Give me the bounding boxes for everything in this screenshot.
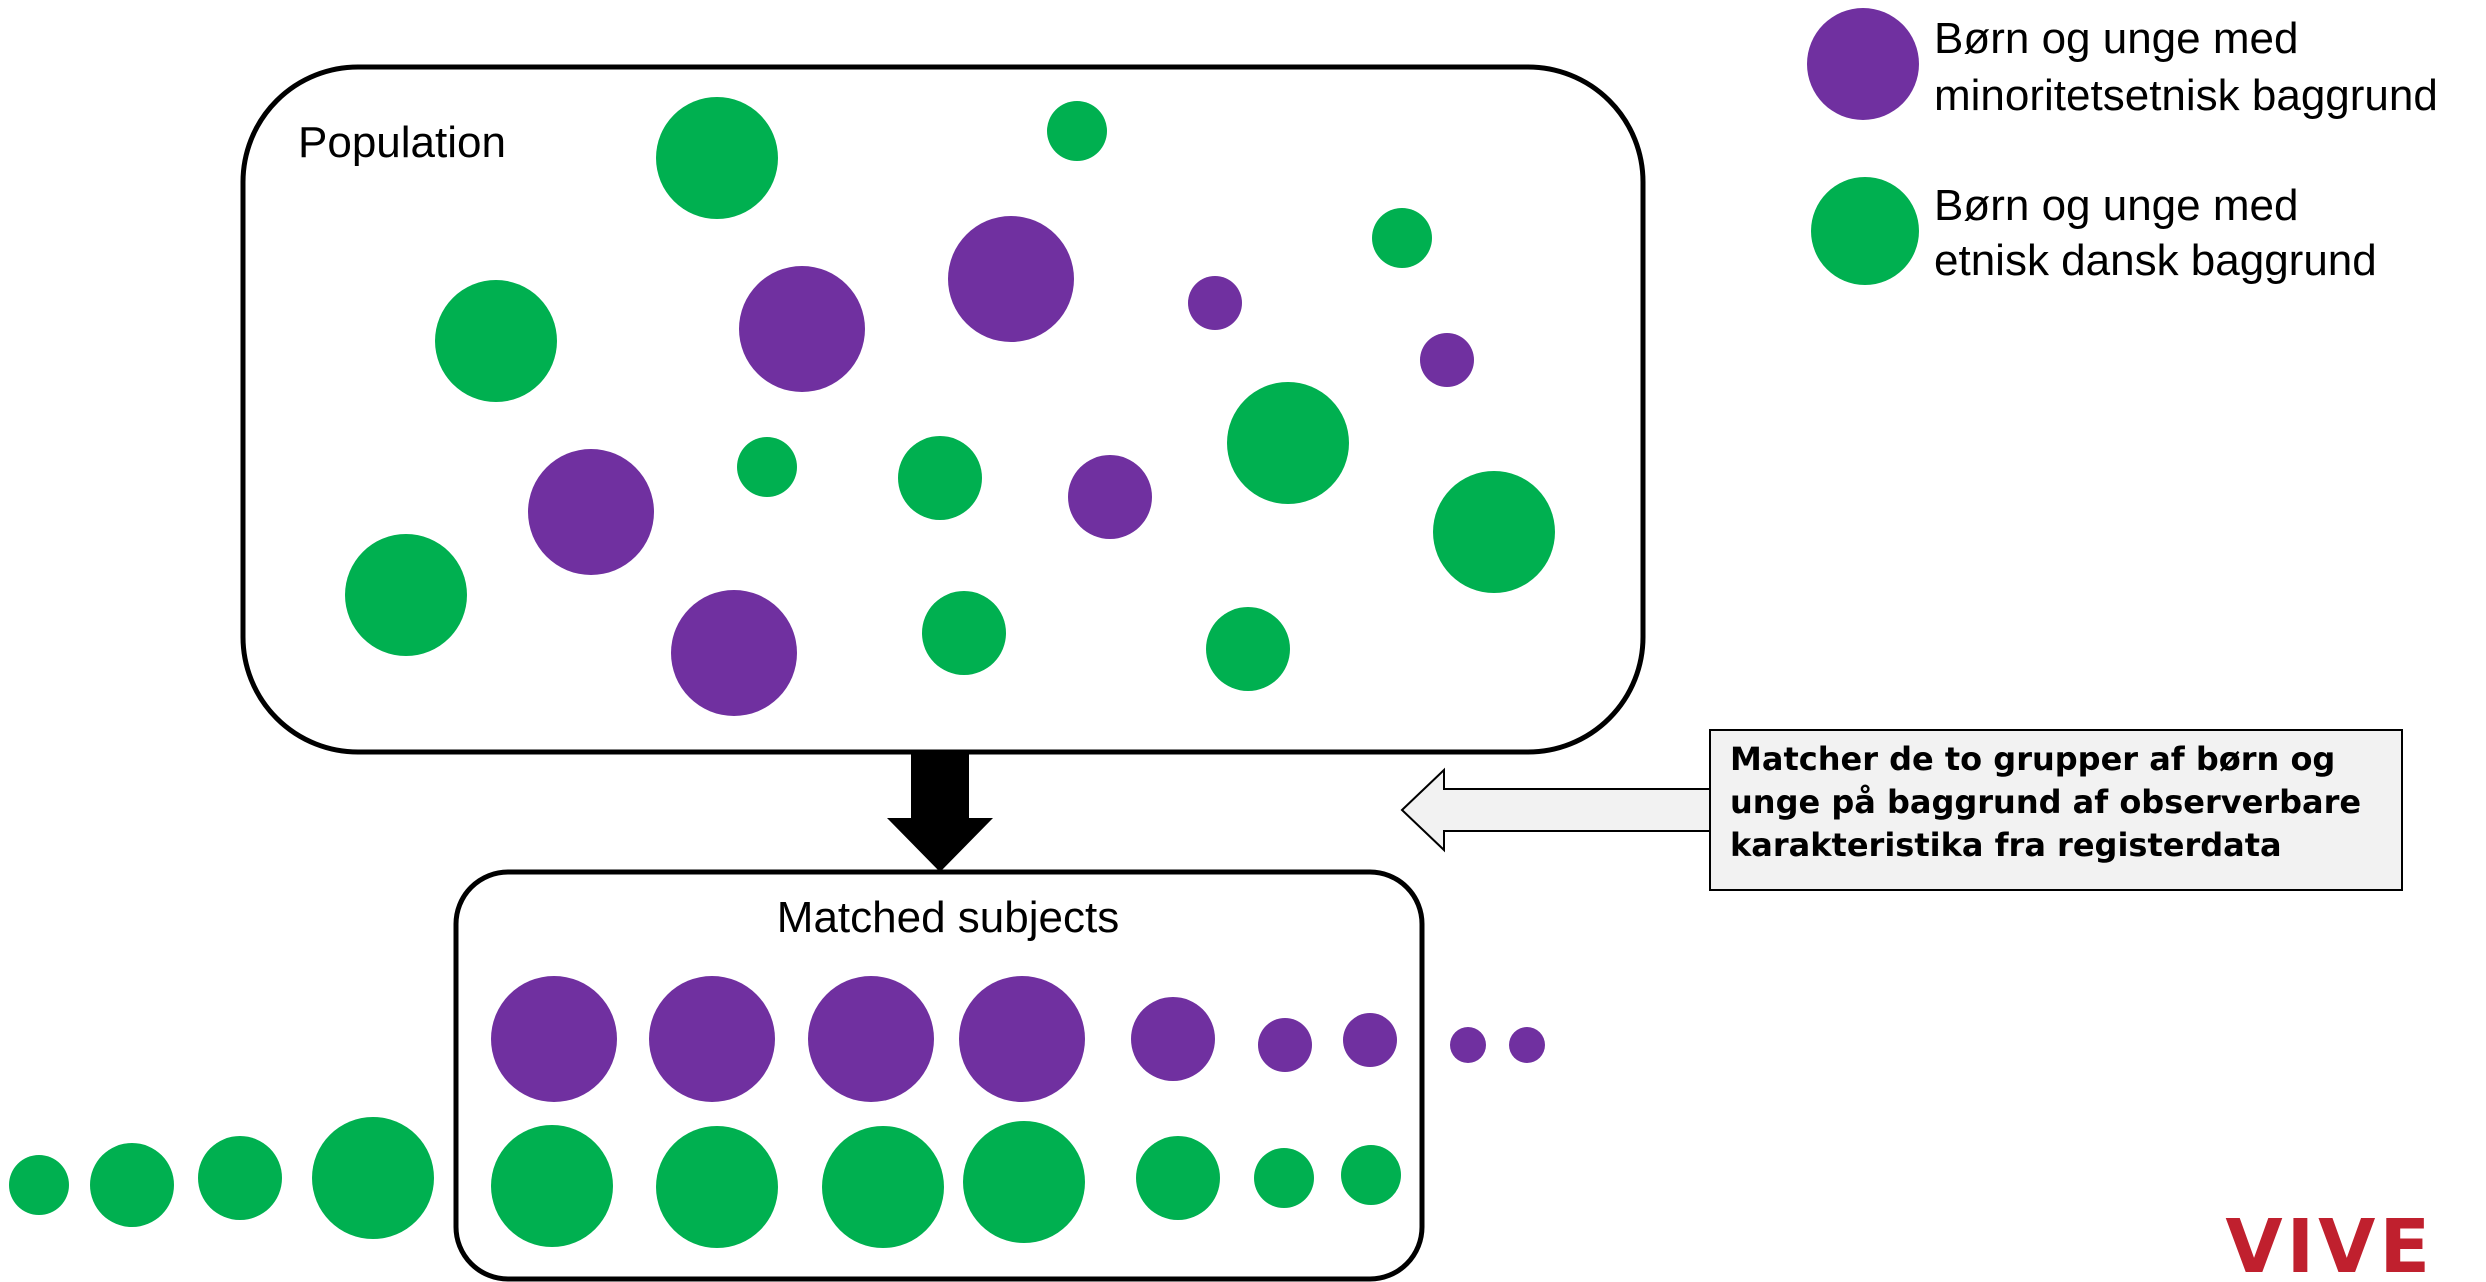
note-box [1709,729,2403,891]
vive-logo: VIVE [2225,1204,2434,1282]
minority-circle [1343,1013,1397,1067]
danish-circle [922,591,1006,675]
danish-circle [1433,471,1555,593]
danish-circle [656,97,778,219]
note-line2: unge på baggrund af observerbare [1730,783,2361,821]
legend: Børn og unge med minoritetsetnisk baggru… [1807,8,2438,285]
danish-circle [898,436,982,520]
danish-circle [491,1125,613,1247]
minority-circle [959,976,1085,1102]
danish-circle [1047,101,1107,161]
note-line1: Matcher de to grupper af børn og [1730,740,2335,778]
left-arrow-icon [1400,767,1711,853]
matched-danish-row [9,1117,1401,1248]
minority-circle [1188,276,1242,330]
danish-circle [1227,382,1349,504]
minority-circle [528,449,654,575]
danish-circle [737,437,797,497]
danish-circle [9,1155,69,1215]
danish-circle [1136,1136,1220,1220]
minority-circle [1068,455,1152,539]
danish-circle [435,280,557,402]
danish-circle [1254,1148,1314,1208]
danish-circle [1341,1145,1401,1205]
danish-circle [963,1121,1085,1243]
legend-minority-line1: Børn og unge med [1934,14,2298,63]
minority-circle [739,266,865,392]
minority-circle [1420,333,1474,387]
legend-danish-line2: etnisk dansk baggrund [1934,236,2377,285]
minority-circle [808,976,934,1102]
danish-circle [345,534,467,656]
minority-circle [1509,1027,1545,1063]
danish-circle [198,1136,282,1220]
legend-danish-swatch [1811,177,1919,285]
minority-circle [491,976,617,1102]
legend-danish-line1: Børn og unge med [1934,181,2298,230]
population-circles [345,97,1555,716]
matched-minority-row [491,976,1545,1102]
minority-circle [1450,1027,1486,1063]
matched-title: Matched subjects [777,893,1119,942]
population-title: Population [298,118,506,167]
danish-circle [822,1126,944,1248]
minority-circle [671,590,797,716]
danish-circle [1206,607,1290,691]
danish-circle [312,1117,434,1239]
minority-circle [1131,997,1215,1081]
minority-circle [1258,1018,1312,1072]
danish-circle [1372,208,1432,268]
note-line3: karakteristika fra registerdata [1730,826,2282,864]
danish-circle [656,1126,778,1248]
legend-minority-line2: minoritetsetnisk baggrund [1934,71,2438,120]
legend-minority-swatch [1807,8,1919,120]
minority-circle [948,216,1074,342]
danish-circle [90,1143,174,1227]
down-arrow-icon [887,752,993,872]
minority-circle [649,976,775,1102]
